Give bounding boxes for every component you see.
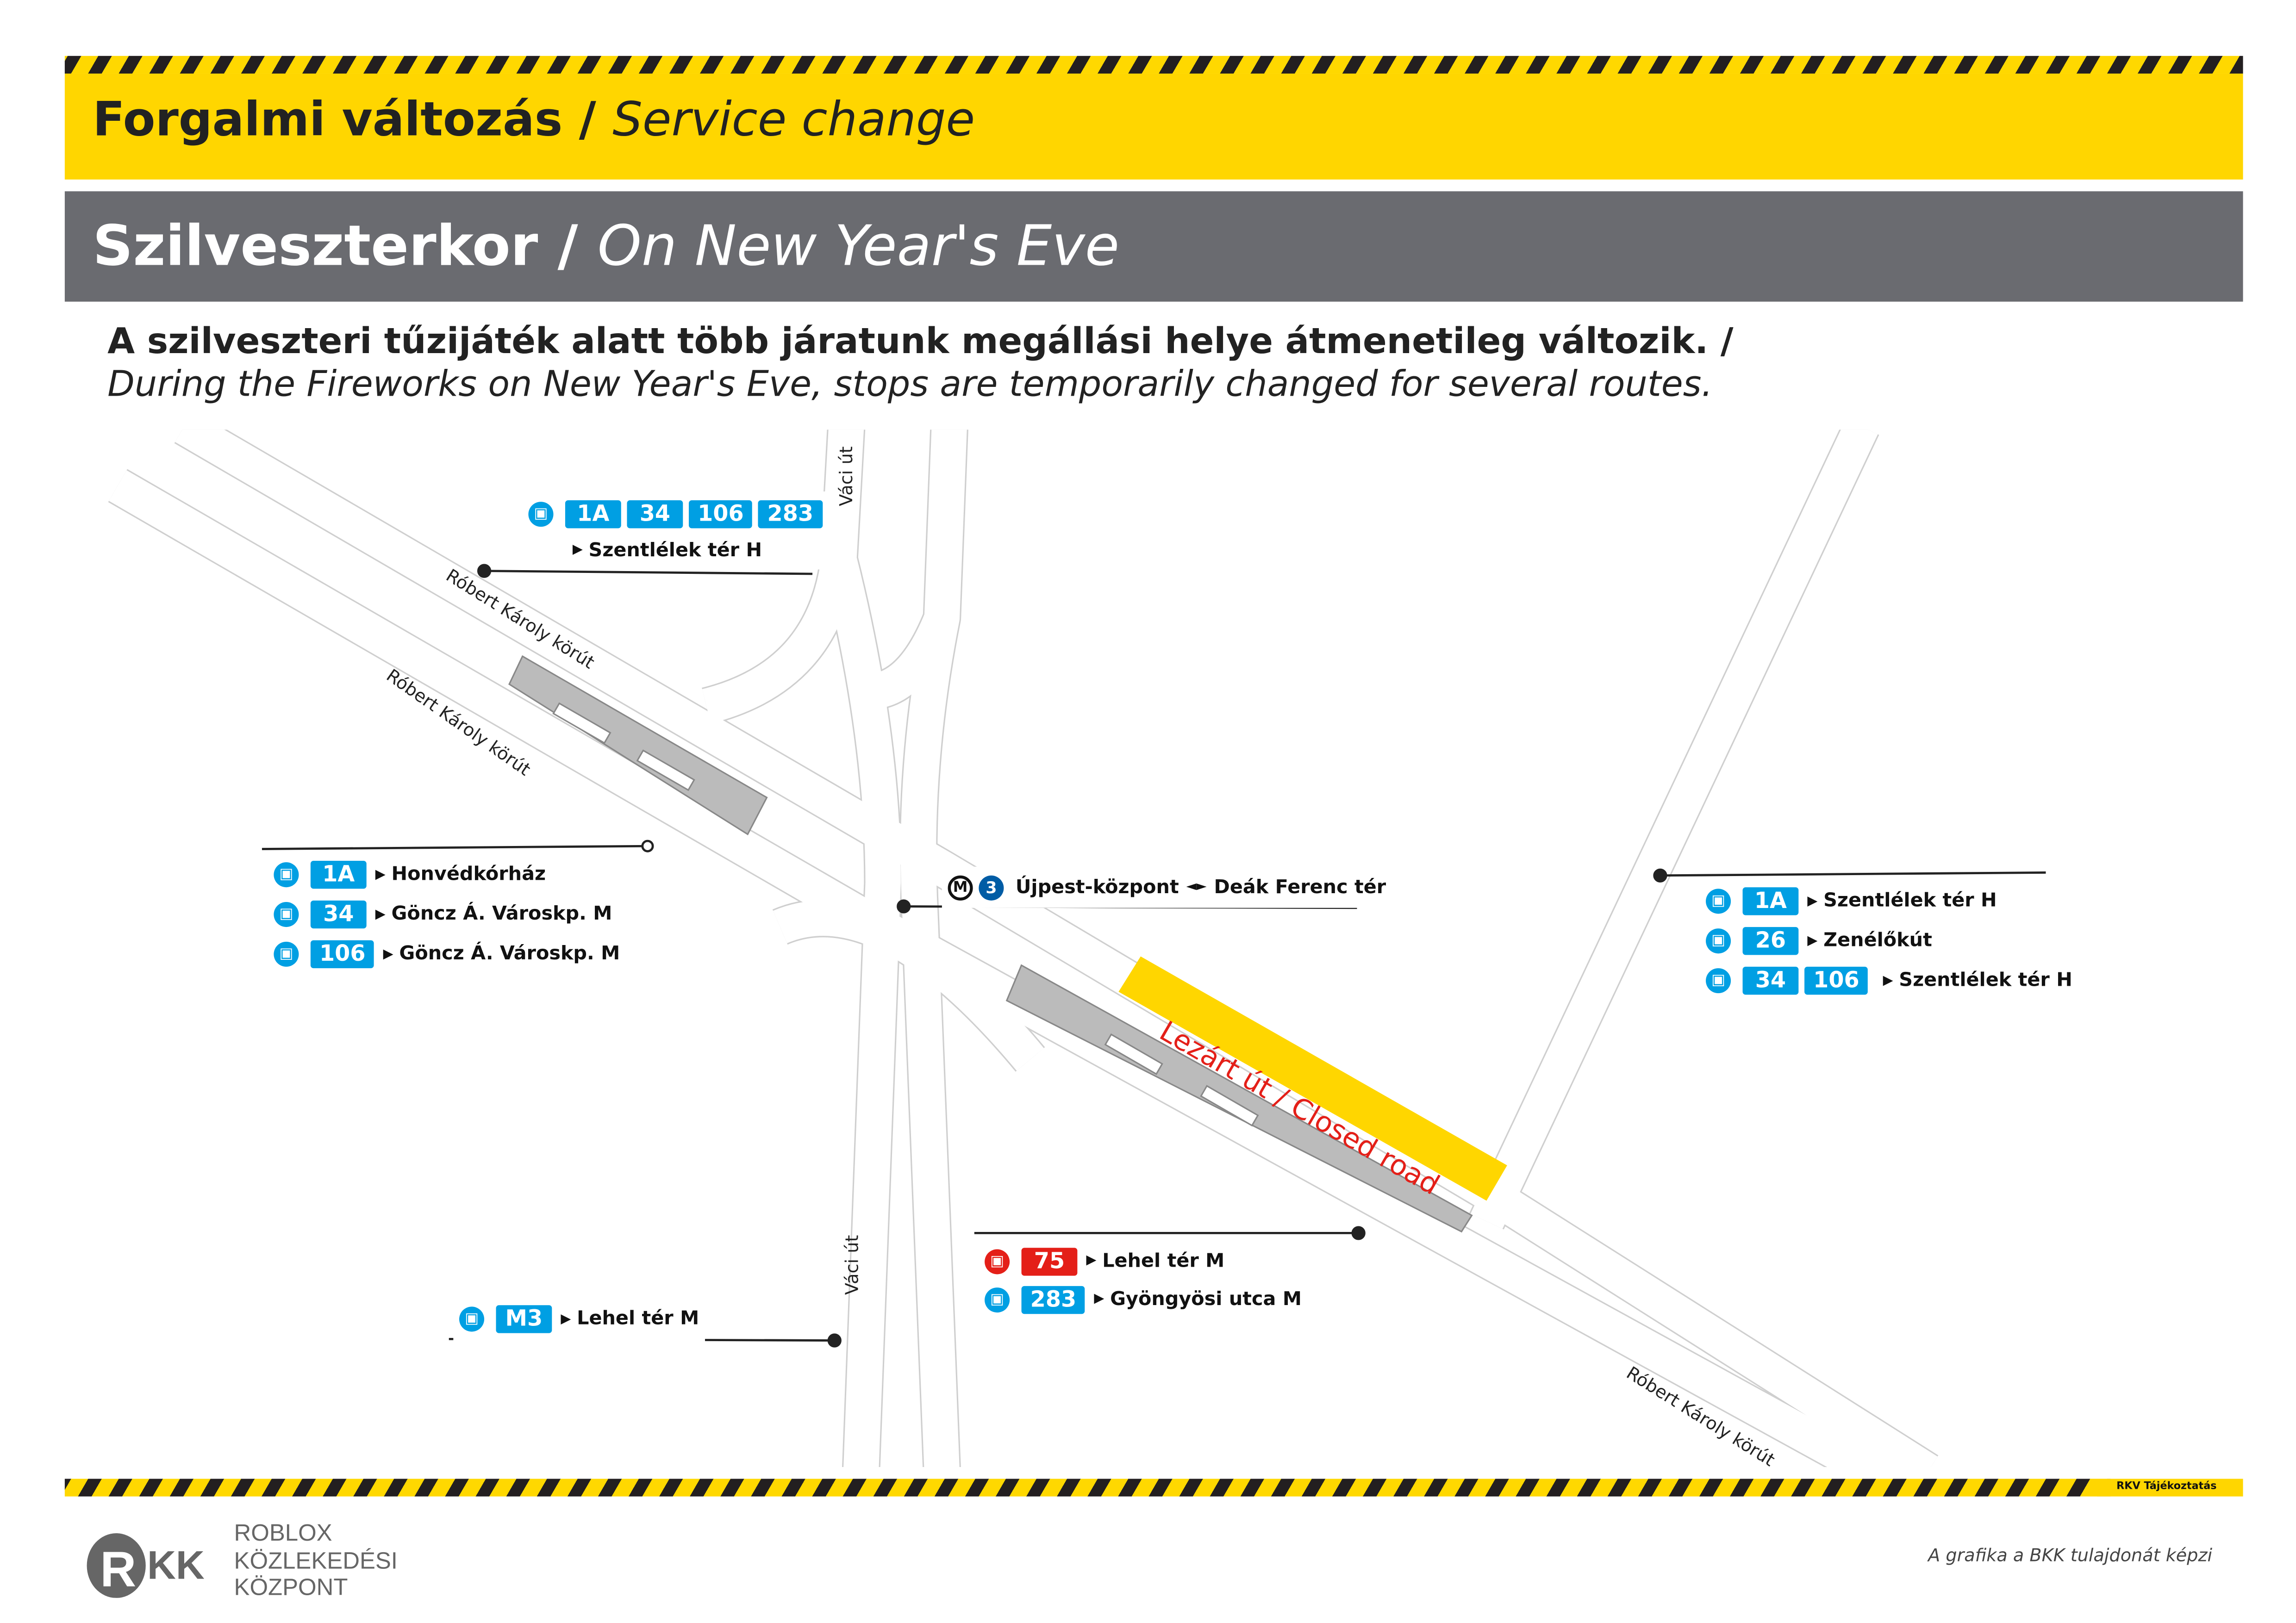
- destination: Göncz Á. Városkp. M: [399, 943, 620, 965]
- destination: Gyöngyösi utca M: [1110, 1288, 1302, 1311]
- route-badge: 34: [310, 900, 367, 929]
- footer-tag: RKV Tájékoztatás: [2116, 1480, 2217, 1492]
- arrow-icon: ▶: [572, 543, 583, 558]
- arrow-icon: ▶: [375, 867, 386, 883]
- stop-info-top[interactable]: ▣ 1A 34 106 283 ▶ Szentlélek tér H: [522, 491, 834, 570]
- destination: Honvédkórház: [391, 864, 546, 886]
- route-badge: 1A: [310, 861, 367, 889]
- svg-text:KK: KK: [147, 1543, 205, 1588]
- destination: Deák Ferenc tér: [1214, 876, 1386, 899]
- arrow-icon: ▶: [1094, 1292, 1104, 1307]
- route-badge: 283: [1021, 1285, 1086, 1313]
- arrow-icon: ▶: [1086, 1253, 1097, 1269]
- intro-text: A szilveszteri tűzijáték alatt több jára…: [107, 321, 1734, 405]
- stop-info-left[interactable]: ▣ 1A ▶ Honvédkórház ▣ 34 ▶ Göncz Á. Városkp. M…: [268, 852, 626, 977]
- header-band: [64, 73, 2243, 180]
- bus-icon: ▣: [1706, 968, 1731, 994]
- bus-icon: ▣: [1706, 889, 1731, 914]
- route-badge: 1A: [565, 500, 621, 529]
- arrow-icon: ▶: [375, 907, 386, 922]
- bus-icon: ▣: [1706, 928, 1731, 954]
- bus-icon: ▣: [459, 1306, 485, 1332]
- destination: Szentlélek tér H: [1823, 890, 1997, 913]
- arrow-icon: ▶: [1807, 933, 1818, 949]
- page-title: Forgalmi változás / Service change: [93, 91, 975, 147]
- bus-icon: ▣: [985, 1287, 1010, 1312]
- destination: Lehel tér M: [1102, 1250, 1225, 1272]
- bidirectional-arrow-icon: ◄►: [1186, 880, 1207, 895]
- platform-west: [508, 655, 768, 836]
- route-badge: 26: [1742, 927, 1799, 955]
- route-badge: 34: [1742, 966, 1799, 995]
- destination: Lehel tér M: [577, 1308, 699, 1331]
- route-badge: 283: [758, 500, 823, 529]
- bus-icon: ▣: [274, 941, 299, 967]
- platform-east: [1005, 964, 1473, 1233]
- metro-line-badge: 3: [979, 875, 1004, 900]
- arrow-icon: ▶: [383, 947, 393, 962]
- destination: Szentlélek tér H: [1899, 970, 2072, 992]
- page-subtitle: Szilveszterkor / On New Year's Eve: [93, 213, 1120, 278]
- hazard-stripe-top: [64, 56, 2243, 74]
- arrow-icon: ▶: [1807, 894, 1818, 909]
- tram-icon: ▣: [985, 1248, 1010, 1274]
- arrow-icon: ▶: [1883, 973, 1893, 989]
- destination: Szentlélek tér H: [588, 539, 762, 561]
- street-label-vaci-2: Váci út: [842, 1235, 863, 1295]
- footer-tag-band: [2090, 1479, 2243, 1497]
- route-badge: 106: [310, 940, 374, 969]
- metro-icon: M: [948, 875, 973, 900]
- closed-road-area: [1118, 956, 1507, 1201]
- route-badge: 1A: [1742, 887, 1799, 915]
- subheader-band: [64, 191, 2243, 302]
- bus-icon: ▣: [528, 502, 554, 527]
- hazard-stripe-bottom: [64, 1479, 2111, 1497]
- stop-info-bottom[interactable]: ▣75▶Lehel tér M ▣283▶Gyöngyösi utca M: [979, 1239, 1308, 1322]
- destination: Göncz Á. Városkp. M: [391, 903, 612, 926]
- bus-icon: ▣: [274, 862, 299, 888]
- street-label-vaci-1: Váci út: [836, 446, 857, 506]
- stop-info-m3[interactable]: ▣ M3 ▶ Lehel tér M: [453, 1296, 705, 1342]
- bus-icon: ▣: [274, 902, 299, 927]
- route-badge: 106: [689, 500, 753, 529]
- rkk-logo: R KK: [85, 1530, 218, 1604]
- route-badge: 75: [1021, 1247, 1078, 1275]
- destination: Zenélőkút: [1823, 930, 1932, 952]
- svg-text:R: R: [100, 1541, 136, 1597]
- route-badge: 106: [1804, 966, 1868, 995]
- arrow-icon: ▶: [561, 1312, 571, 1327]
- origin: Újpest-központ: [1015, 876, 1179, 899]
- credit-text: A grafika a BKK tulajdonát képzi: [1928, 1545, 2213, 1566]
- route-badge: 34: [627, 500, 683, 529]
- route-badge: M3: [496, 1305, 552, 1333]
